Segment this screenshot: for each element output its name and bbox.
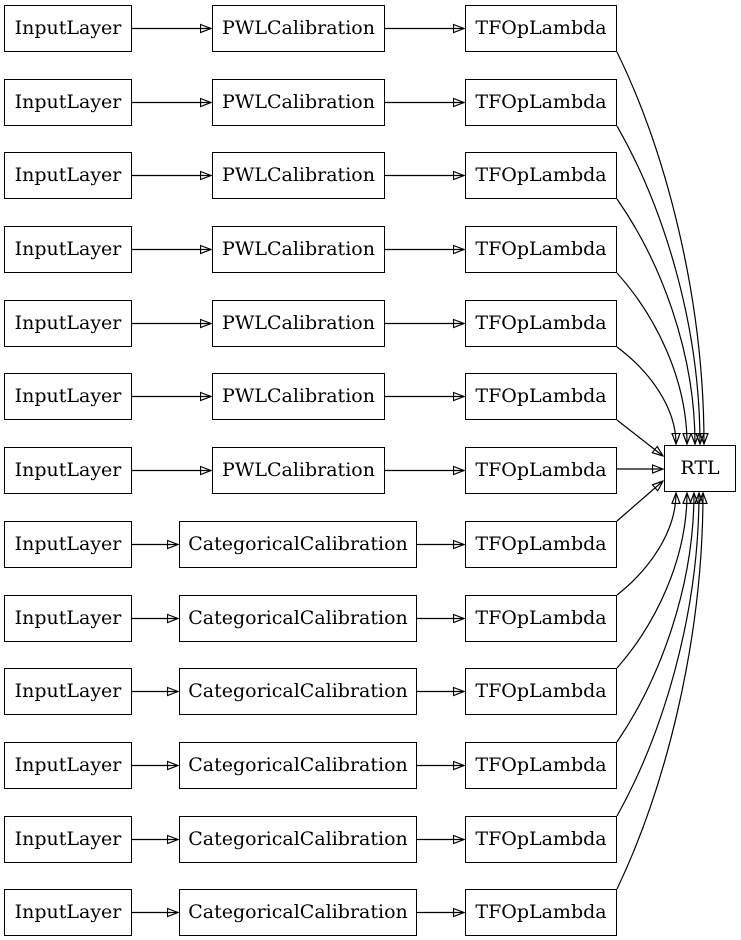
node-input-layer-3: InputLayer [4, 152, 132, 199]
node-tfoplambda-11: TFOpLambda [465, 742, 617, 789]
node-input-layer-1: InputLayer [4, 5, 132, 52]
node-tfoplambda-5: TFOpLambda [465, 300, 617, 347]
node-calibration-11: CategoricalCalibration [179, 742, 417, 789]
node-calibration-8: CategoricalCalibration [179, 521, 417, 568]
node-calibration-10: CategoricalCalibration [179, 668, 417, 715]
node-calibration-7: PWLCalibration [212, 447, 385, 494]
edge-lambda-to-rtl-6 [616, 419, 663, 456]
node-calibration-4: PWLCalibration [212, 226, 385, 273]
node-rtl: RTL [664, 445, 736, 492]
node-calibration-3: PWLCalibration [212, 152, 385, 199]
edge-lambda-to-rtl-1 [616, 51, 704, 444]
node-calibration-1: PWLCalibration [212, 5, 385, 52]
node-tfoplambda-12: TFOpLambda [465, 816, 617, 863]
node-tfoplambda-3: TFOpLambda [465, 152, 617, 199]
edge-lambda-to-rtl-9 [616, 493, 676, 596]
edge-lambda-to-rtl-8 [616, 481, 663, 522]
edge-lambda-to-rtl-3 [616, 198, 695, 444]
node-tfoplambda-2: TFOpLambda [465, 79, 617, 126]
node-input-layer-13: InputLayer [4, 889, 132, 936]
edge-lambda-to-rtl-12 [616, 493, 699, 817]
node-tfoplambda-1: TFOpLambda [465, 5, 617, 52]
node-calibration-5: PWLCalibration [212, 300, 385, 347]
edge-lambda-to-rtl-11 [616, 493, 694, 743]
node-tfoplambda-8: TFOpLambda [465, 521, 617, 568]
node-input-layer-12: InputLayer [4, 816, 132, 863]
edge-lambda-to-rtl-4 [616, 272, 687, 444]
node-input-layer-9: InputLayer [4, 595, 132, 642]
node-input-layer-8: InputLayer [4, 521, 132, 568]
node-tfoplambda-4: TFOpLambda [465, 226, 617, 273]
edge-lambda-to-rtl-10 [616, 493, 687, 669]
node-input-layer-7: InputLayer [4, 447, 132, 494]
edge-lambda-to-rtl-13 [616, 493, 703, 890]
node-calibration-9: CategoricalCalibration [179, 595, 417, 642]
node-input-layer-4: InputLayer [4, 226, 132, 273]
node-calibration-2: PWLCalibration [212, 79, 385, 126]
node-calibration-6: PWLCalibration [212, 373, 385, 420]
node-input-layer-5: InputLayer [4, 300, 132, 347]
node-input-layer-6: InputLayer [4, 373, 132, 420]
node-tfoplambda-6: TFOpLambda [465, 373, 617, 420]
node-calibration-13: CategoricalCalibration [179, 889, 417, 936]
node-tfoplambda-9: TFOpLambda [465, 595, 617, 642]
node-calibration-12: CategoricalCalibration [179, 816, 417, 863]
node-input-layer-11: InputLayer [4, 742, 132, 789]
node-input-layer-2: InputLayer [4, 79, 132, 126]
edge-lambda-to-rtl-2 [616, 125, 700, 444]
node-tfoplambda-7: TFOpLambda [465, 447, 617, 494]
node-tfoplambda-13: TFOpLambda [465, 889, 617, 936]
edge-lambda-to-rtl-5 [616, 346, 676, 444]
node-tfoplambda-10: TFOpLambda [465, 668, 617, 715]
node-input-layer-10: InputLayer [4, 668, 132, 715]
